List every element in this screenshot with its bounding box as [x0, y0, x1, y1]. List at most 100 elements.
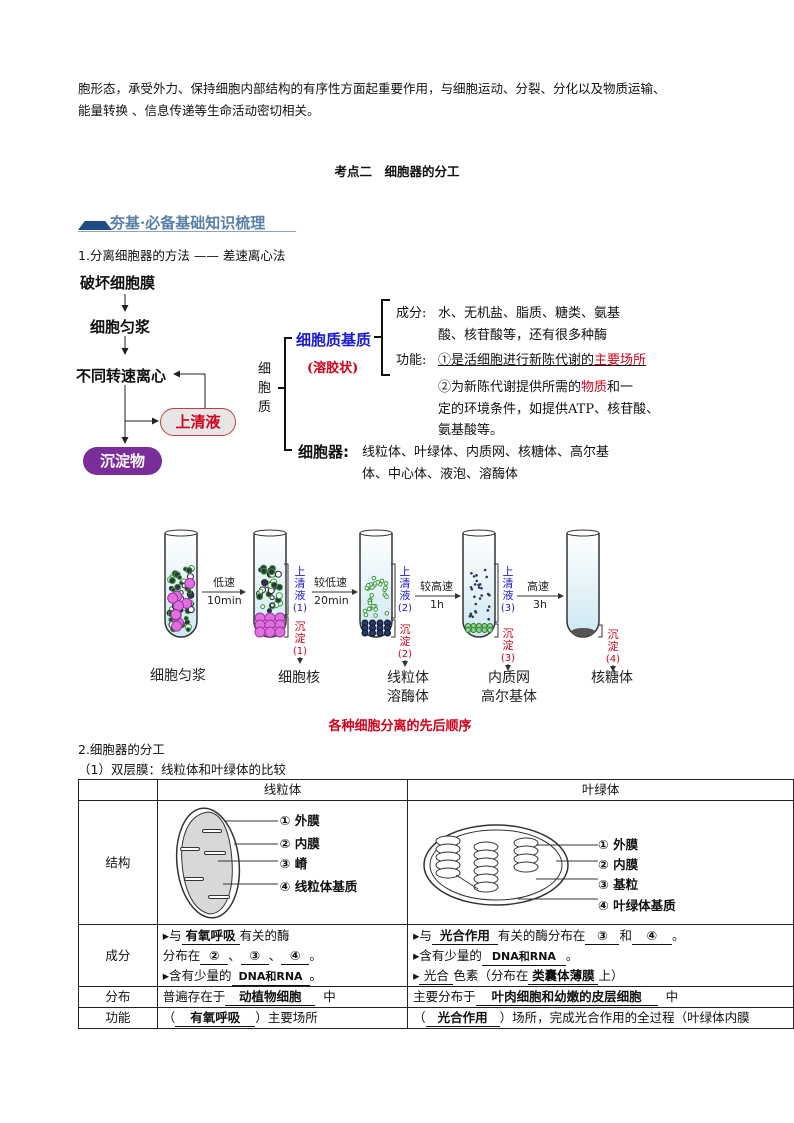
ribosome-sediment	[571, 628, 595, 636]
particle	[371, 575, 377, 581]
func-2-highlight: 物质	[581, 380, 608, 395]
step-2-speed: 较低速	[314, 575, 347, 589]
product-mitochondria: 线粒体	[387, 670, 429, 686]
func-2-text-end: 和一	[607, 380, 634, 395]
particle	[384, 611, 390, 616]
particle	[373, 613, 378, 618]
particle	[483, 568, 487, 572]
func-2-line-3: 氨基酸等。	[438, 423, 504, 438]
particle	[475, 579, 478, 583]
supernatant-number: (2)	[398, 603, 412, 614]
particle	[187, 606, 195, 614]
particle	[168, 577, 176, 585]
chloro-function-cell: （光合作用）场所，完成光合作用的全过程（叶绿体内膜	[407, 1007, 794, 1029]
sediment-number: (3)	[501, 653, 515, 664]
particle	[473, 595, 476, 599]
mito-comp-line-1: ▸与有氧呼吸有关的酶	[162, 927, 290, 945]
comparison-table: 线粒体 叶绿体 结构 ① 外膜 ② 内膜 ③ 嵴 ④ 线粒体基质	[78, 779, 794, 1029]
step-3-time: 1h	[430, 598, 444, 611]
particle	[183, 615, 189, 621]
particle	[473, 583, 477, 586]
particle	[186, 589, 192, 595]
sediment-number: (4)	[606, 654, 620, 665]
particle	[371, 603, 376, 609]
mito-part-3: ③ 嵴	[279, 856, 308, 871]
banner-underline	[78, 231, 296, 232]
step-2-time: 20min	[314, 594, 349, 607]
particle	[369, 592, 374, 598]
flowchart-arrows	[121, 294, 206, 444]
particle	[260, 567, 268, 575]
step-3-speed: 较高速	[420, 579, 453, 593]
diagram-caption: 各种细胞分离的先后顺序	[327, 718, 471, 734]
product-ribosome: 核糖体	[591, 670, 633, 686]
test-tube-rim	[164, 529, 198, 537]
step-1-speed: 低速	[213, 576, 235, 589]
sediment-bracket	[598, 624, 603, 638]
item1-heading: 1.分离细胞器的方法 —— 差速离心法	[78, 248, 286, 263]
row-label-composition: 成分	[78, 924, 158, 987]
item2-1-heading: （1）双层膜：线粒体和叶绿体的比较	[78, 762, 286, 777]
particle	[487, 617, 490, 621]
sediment-char: 淀	[400, 634, 411, 648]
cytoplasm-label: 细胞质	[258, 362, 272, 415]
particle	[471, 615, 474, 619]
sediment-char: 沉	[295, 620, 306, 633]
table-header-row: 线粒体 叶绿体	[78, 779, 794, 801]
particle	[469, 613, 473, 616]
sediment-number: (2)	[398, 649, 412, 660]
particle	[185, 627, 191, 633]
table-row-function: 功能 （有氧呼吸）主要场所 （光合作用）场所，完成光合作用的全过程（叶绿体内膜	[78, 1007, 794, 1029]
supernatant-bracket	[284, 563, 289, 616]
supernatant-char: 上	[503, 565, 514, 578]
comp-label: 成分:	[396, 306, 427, 321]
flow-sediment: 沉淀物	[83, 447, 162, 475]
table-row-structure: 结构 ① 外膜 ② 内膜 ③ 嵴 ④ 线粒体基质	[78, 800, 794, 925]
sediment-char: 沉	[400, 623, 411, 636]
func-2: ②为新陈代谢提供所需的物质和一	[438, 376, 633, 395]
row-label-function: 功能	[78, 1007, 158, 1029]
chloro-structure-cell: ① 外膜 ② 内膜 ③ 基粒 ④ 叶绿体基质	[407, 800, 794, 925]
supernatant-number: (1)	[293, 603, 307, 614]
mito-structure-cell: ① 外膜 ② 内膜 ③ 嵴 ④ 线粒体基质	[156, 800, 409, 925]
particle	[470, 571, 473, 575]
product-nucleus: 细胞核	[278, 670, 320, 686]
particle	[363, 612, 369, 618]
particle	[485, 575, 489, 579]
mito-part-1: ① 外膜	[279, 813, 320, 828]
product-lysosome: 溶酶体	[387, 689, 429, 705]
particle	[487, 605, 491, 608]
supernatant-bracket	[391, 563, 396, 619]
sediment-char: 淀	[295, 631, 306, 645]
particle	[472, 575, 476, 578]
table-row-distribution: 分布 普遍存在于动植物细胞中 主要分布于叶肉细胞和幼嫩的皮层细胞中	[78, 986, 794, 1008]
tree-brackets	[278, 299, 390, 451]
granum-disc	[513, 861, 539, 873]
particle	[266, 608, 272, 614]
supernatant-char: 液	[295, 588, 306, 602]
chloro-part-2: ② 内膜	[598, 857, 639, 872]
mito-distribution-cell: 普遍存在于动植物细胞中	[156, 986, 409, 1008]
particle	[469, 585, 473, 589]
supernatant-char: 上	[400, 565, 411, 578]
particle	[383, 581, 389, 586]
chloro-part-4: ④ 叶绿体基质	[598, 898, 676, 913]
sediment-char: 淀	[608, 639, 619, 653]
er-sediment	[465, 627, 471, 633]
particle	[261, 579, 269, 587]
func-1-highlight: 主要场所	[594, 353, 647, 368]
particle	[478, 583, 482, 586]
particle	[185, 566, 193, 574]
mito-sediment	[369, 629, 376, 637]
sediment-bracket	[284, 616, 289, 638]
mito-function-cell: （有氧呼吸）主要场所	[156, 1007, 409, 1029]
particle	[486, 609, 490, 612]
organelle-label: 细胞器:	[298, 443, 349, 461]
banner-title: 夯基·必备基础知识梳理	[110, 214, 266, 232]
comp-line-1: 水、无机盐、脂质、糖类、氨基	[438, 306, 621, 321]
particle	[362, 608, 368, 614]
